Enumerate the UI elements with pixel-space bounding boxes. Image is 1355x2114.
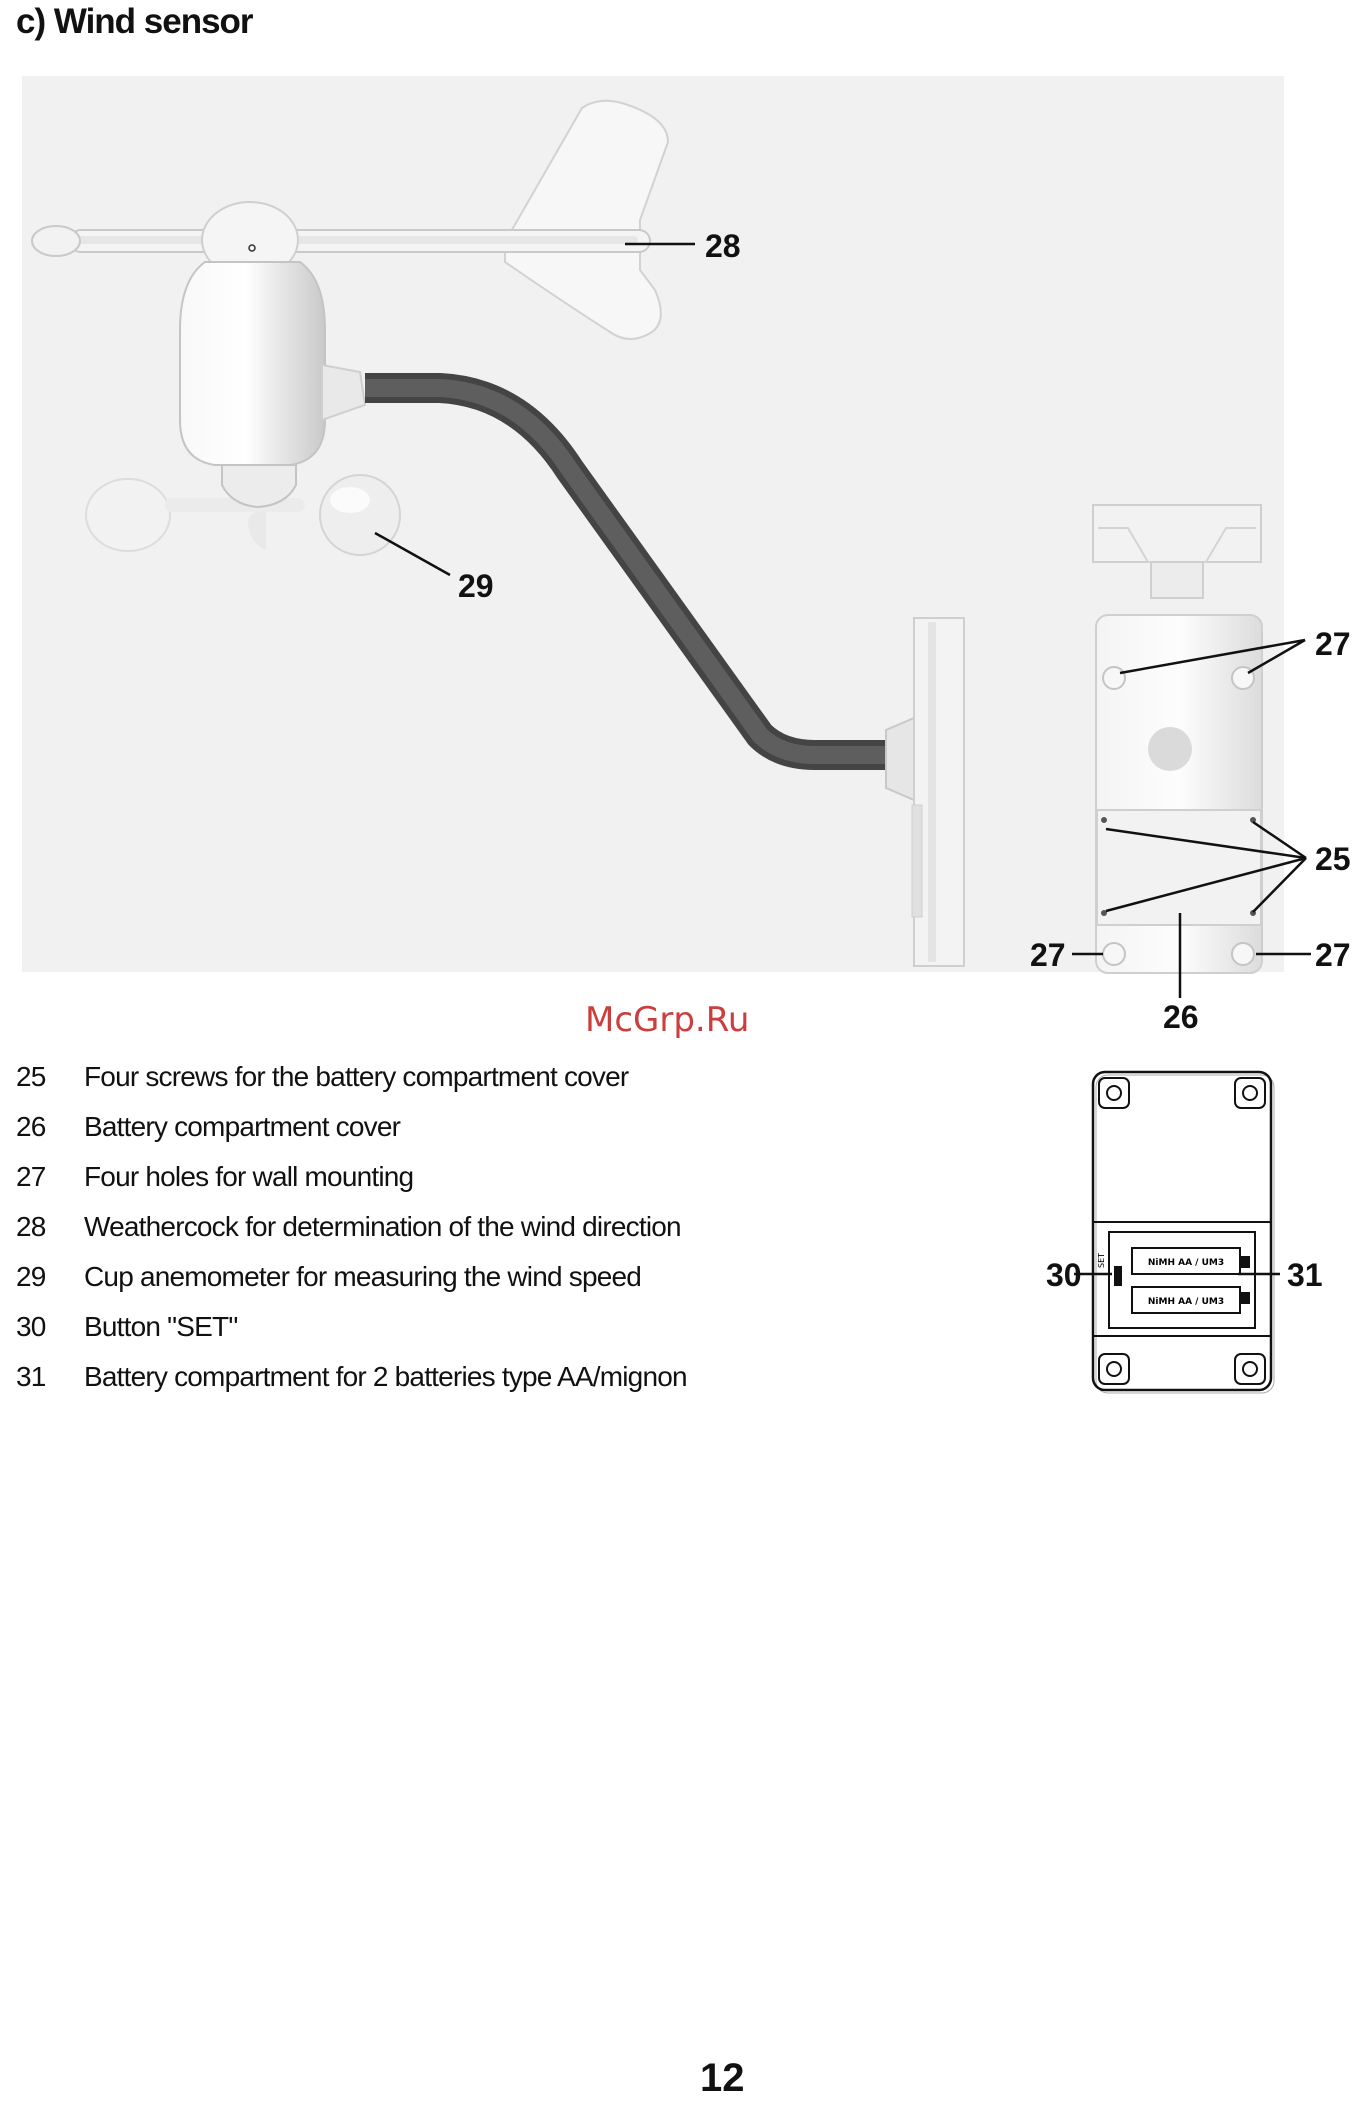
legend-text: Button "SET" xyxy=(84,1311,238,1342)
legend-text: Weathercock for determination of the win… xyxy=(84,1211,682,1242)
legend-item: 28 Weathercock for determination of the w… xyxy=(16,1202,687,1252)
callout-25: 25 xyxy=(1315,841,1351,877)
legend-list: 25 Four screws for the battery compartmen… xyxy=(16,1052,688,1402)
watermark: McGrp.Ru xyxy=(585,1000,750,1040)
legend-number: 28 xyxy=(16,1211,46,1242)
legend-item: 30 Button "SET" xyxy=(16,1302,687,1352)
callout-31: 31 xyxy=(1287,1257,1323,1293)
set-button-label: SET xyxy=(1097,1253,1106,1268)
legend-text: Four screws for the battery compartment … xyxy=(84,1061,629,1092)
legend-text: Battery compartment cover xyxy=(84,1111,401,1142)
legend-item: 25 Four screws for the battery compartmen… xyxy=(16,1052,687,1102)
battery-label-bottom: NiMH AA / UM3 xyxy=(1148,1297,1224,1307)
callout-30: 30 xyxy=(1046,1257,1082,1293)
callout-28: 28 xyxy=(705,228,741,264)
callout-27-bottom-left: 27 xyxy=(1030,937,1066,973)
legend-number: 29 xyxy=(16,1261,46,1292)
callout-29: 29 xyxy=(458,568,494,604)
callout-27-bottom-right: 27 xyxy=(1315,937,1351,973)
legend-item: 27 Four holes for wall mounting xyxy=(16,1152,687,1202)
legend-number: 27 xyxy=(16,1161,46,1192)
section-title: c) Wind sensor xyxy=(16,2,254,41)
set-button xyxy=(1114,1266,1122,1286)
callout-lines xyxy=(1072,638,1311,998)
legend-text: Four holes for wall mounting xyxy=(84,1161,414,1192)
legend-number: 31 xyxy=(16,1361,46,1392)
legend-item: 31 Battery compartment for 2 batteries ty… xyxy=(16,1352,688,1402)
callout-26: 26 xyxy=(1163,999,1199,1035)
wall-bracket xyxy=(885,617,965,967)
legend-item: 26 Battery compartment cover xyxy=(16,1102,687,1152)
legend-item: 29 Cup anemometer for measuring the wind … xyxy=(16,1252,687,1302)
legend-number: 25 xyxy=(16,1061,46,1092)
page-number: 12 xyxy=(700,2056,745,2100)
callout-27-top: 27 xyxy=(1315,626,1351,662)
battery-label-top: NiMH AA / UM3 xyxy=(1148,1258,1224,1268)
legend-text: Cup anemometer for measuring the wind sp… xyxy=(84,1261,642,1292)
sensor-housing xyxy=(179,201,367,509)
legend-text: Battery compartment for 2 batteries type… xyxy=(84,1361,688,1392)
legend-number: 26 xyxy=(16,1111,46,1142)
legend-number: 30 xyxy=(16,1311,46,1342)
mounting-cap xyxy=(1092,504,1262,599)
battery-box-detail: NiMH AA / UM3 NiMH AA / UM3 SET xyxy=(1074,1070,1280,1394)
